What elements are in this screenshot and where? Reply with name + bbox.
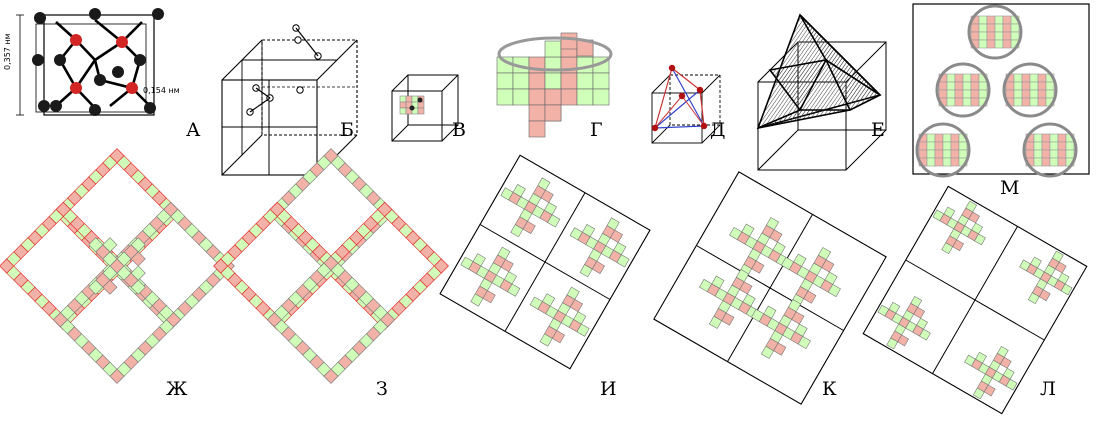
- figure-zh-tiling: [0, 148, 235, 384]
- cross-l-0: [932, 200, 986, 255]
- figure-m-circles: [912, 3, 1090, 178]
- figure-d-tetrahedron-cube: [651, 64, 721, 144]
- ring-3: [915, 122, 971, 178]
- label-figure-l: Л: [1040, 378, 1056, 400]
- circle-group-1: [935, 62, 991, 118]
- circle-group-0: [967, 4, 1023, 60]
- atom-inner-3: [126, 82, 138, 94]
- atom-inner-2: [70, 82, 82, 94]
- circle-group-2: [1002, 62, 1058, 118]
- cross-zh-center: [88, 237, 146, 295]
- label-figure-zh: Ж: [166, 378, 188, 400]
- label-figure-m: М: [1000, 177, 1020, 199]
- cross-l-2: [877, 295, 931, 350]
- bond-length-dimension: 0,154 нм: [143, 86, 180, 95]
- atom-carbon-0: [34, 12, 46, 24]
- tetra-face-2: [768, 58, 828, 112]
- cross-l-3: [964, 345, 1018, 400]
- atom-carbon-5: [134, 54, 146, 66]
- atom-d-0: [651, 124, 659, 132]
- ring-0: [967, 4, 1023, 60]
- stack-ring: [497, 36, 613, 72]
- atom-carbon-10: [38, 100, 50, 112]
- atom-carbon-8: [89, 104, 101, 116]
- frame-m: [912, 3, 1090, 175]
- cross-k-0: [729, 217, 789, 277]
- atom-carbon-9: [144, 102, 156, 114]
- node-2: [294, 36, 302, 44]
- atom-carbon-11: [112, 66, 124, 78]
- atom-d-2: [668, 64, 676, 72]
- label-figure-v: В: [452, 119, 466, 141]
- circle-group-4: [1022, 122, 1078, 178]
- divider-v: [727, 214, 813, 362]
- ring-1: [935, 62, 991, 118]
- atom-inner-0: [70, 34, 82, 46]
- tetra-face-4: [757, 109, 851, 129]
- tetra-face-3: [824, 57, 882, 112]
- cross-i-1: [569, 217, 630, 278]
- cross-k-3: [751, 299, 811, 359]
- atom-carbon-4: [54, 54, 66, 66]
- cross-l-1: [1019, 250, 1073, 305]
- cross-k-1: [781, 247, 841, 307]
- circle-group-3: [915, 122, 971, 178]
- cross-i-2: [460, 246, 521, 307]
- atom-carbon-2: [152, 8, 164, 20]
- atom-carbon-3: [32, 54, 44, 66]
- figure-z-tiling: [213, 148, 449, 384]
- label-figure-e: Е: [871, 119, 885, 141]
- label-figure-b: Б: [340, 119, 354, 141]
- atom-inner-1: [116, 36, 128, 48]
- atom-d-3: [696, 86, 704, 94]
- atom-d-1: [700, 122, 708, 130]
- label-figure-g: Г: [590, 119, 603, 141]
- figure-a-diamond-lattice: [16, 8, 164, 116]
- figure-e-hatched-tetrahedra: [756, 13, 887, 171]
- divider-v: [932, 226, 1018, 374]
- figure-b-cubic-frame: [221, 24, 358, 176]
- cross-i-3: [529, 286, 590, 347]
- cross-k-2: [699, 269, 759, 329]
- figure-k-tiling: [653, 171, 887, 405]
- cell-edge-dimension: 0,357 нм: [3, 33, 12, 70]
- ring-4: [1022, 122, 1078, 178]
- label-figure-i: И: [600, 378, 617, 400]
- atom-carbon-6: [94, 74, 106, 86]
- tiling-pattern-figures: [0, 148, 1088, 415]
- atom-d-4: [678, 92, 686, 100]
- label-figure-k: К: [822, 378, 837, 400]
- ring-2: [1002, 62, 1058, 118]
- label-figure-z: З: [376, 378, 388, 400]
- divider-v: [504, 192, 586, 332]
- cross-i-0: [500, 177, 561, 238]
- figure-i-tiling: [439, 154, 651, 370]
- label-figure-a: А: [186, 119, 201, 141]
- crystal-structure-figures: [16, 3, 1090, 178]
- figure-v-small-cube: [391, 74, 459, 142]
- atom-carbon-7: [50, 100, 62, 112]
- figure-g-block-stack: [496, 32, 613, 138]
- node-6: [296, 86, 304, 94]
- ring-z-3: [266, 255, 396, 384]
- atom-carbon-1: [89, 8, 101, 20]
- label-figure-d: Д: [710, 119, 726, 141]
- figure-l-tiling: [862, 185, 1088, 415]
